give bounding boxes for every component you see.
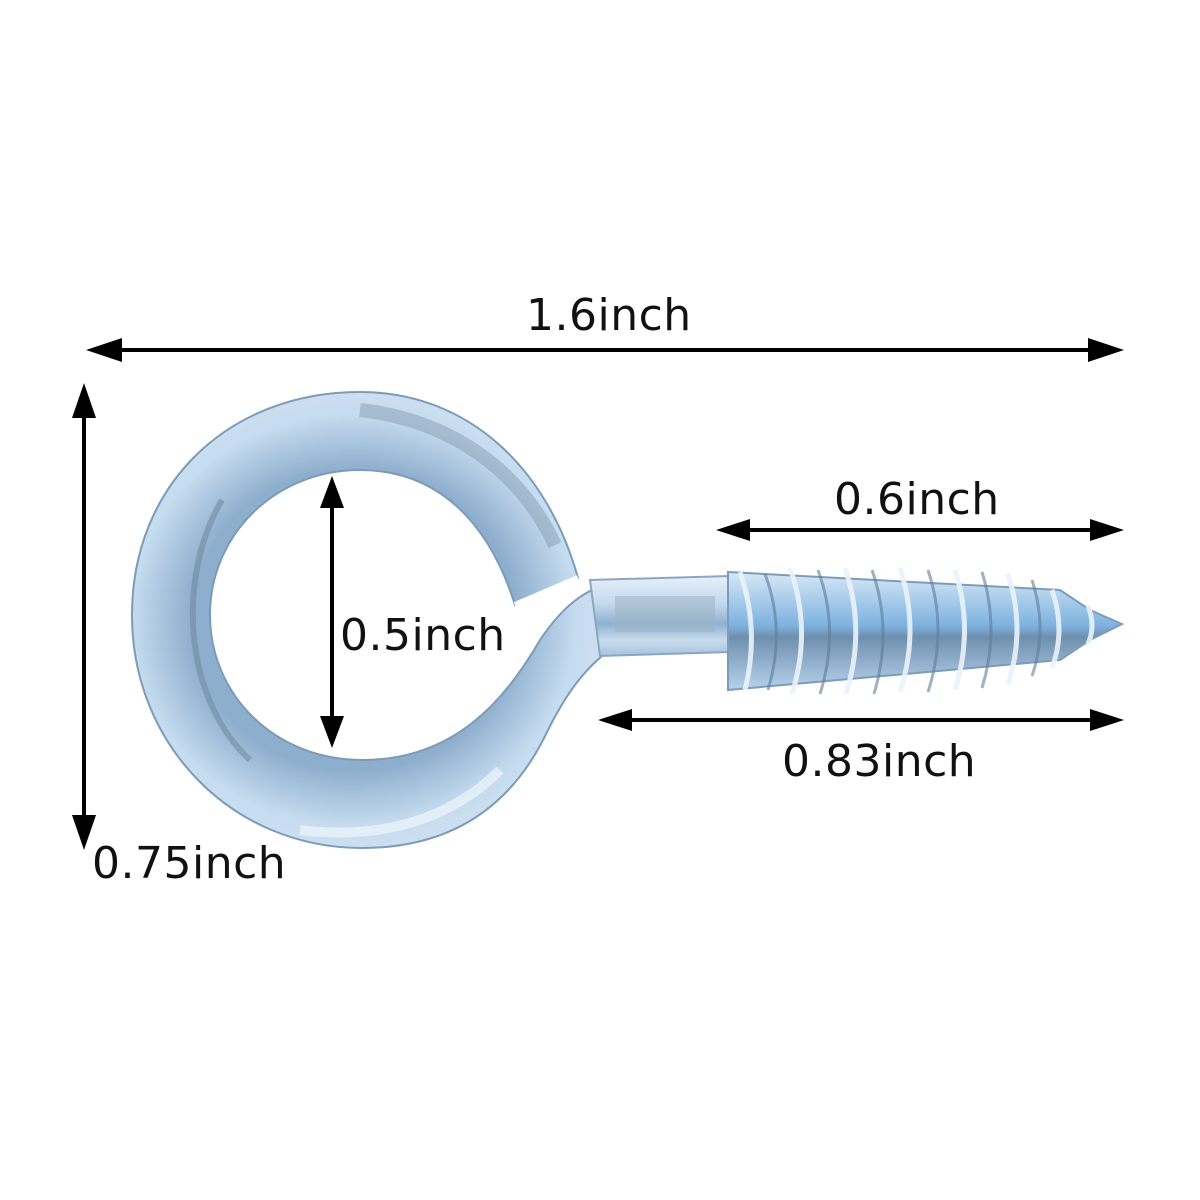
dimension-arrows: [72, 338, 1124, 850]
eye-diameter-label: 0.5inch: [340, 610, 506, 661]
threaded-screw: [727, 567, 1125, 695]
shank: [588, 574, 731, 658]
eye-diameter-arrow: [320, 476, 344, 748]
thread-length-label: 0.6inch: [834, 474, 1000, 525]
overall-length-arrow: [86, 338, 1124, 362]
shank-length-label: 0.83inch: [782, 736, 977, 787]
thread-length-arrow: [716, 519, 1124, 541]
eye-loop: [130, 390, 626, 850]
overall-height-arrow: [72, 383, 96, 850]
overall-length-label: 1.6inch: [526, 290, 692, 341]
shank-length-arrow: [598, 709, 1124, 731]
overall-height-label: 0.75inch: [92, 838, 287, 889]
